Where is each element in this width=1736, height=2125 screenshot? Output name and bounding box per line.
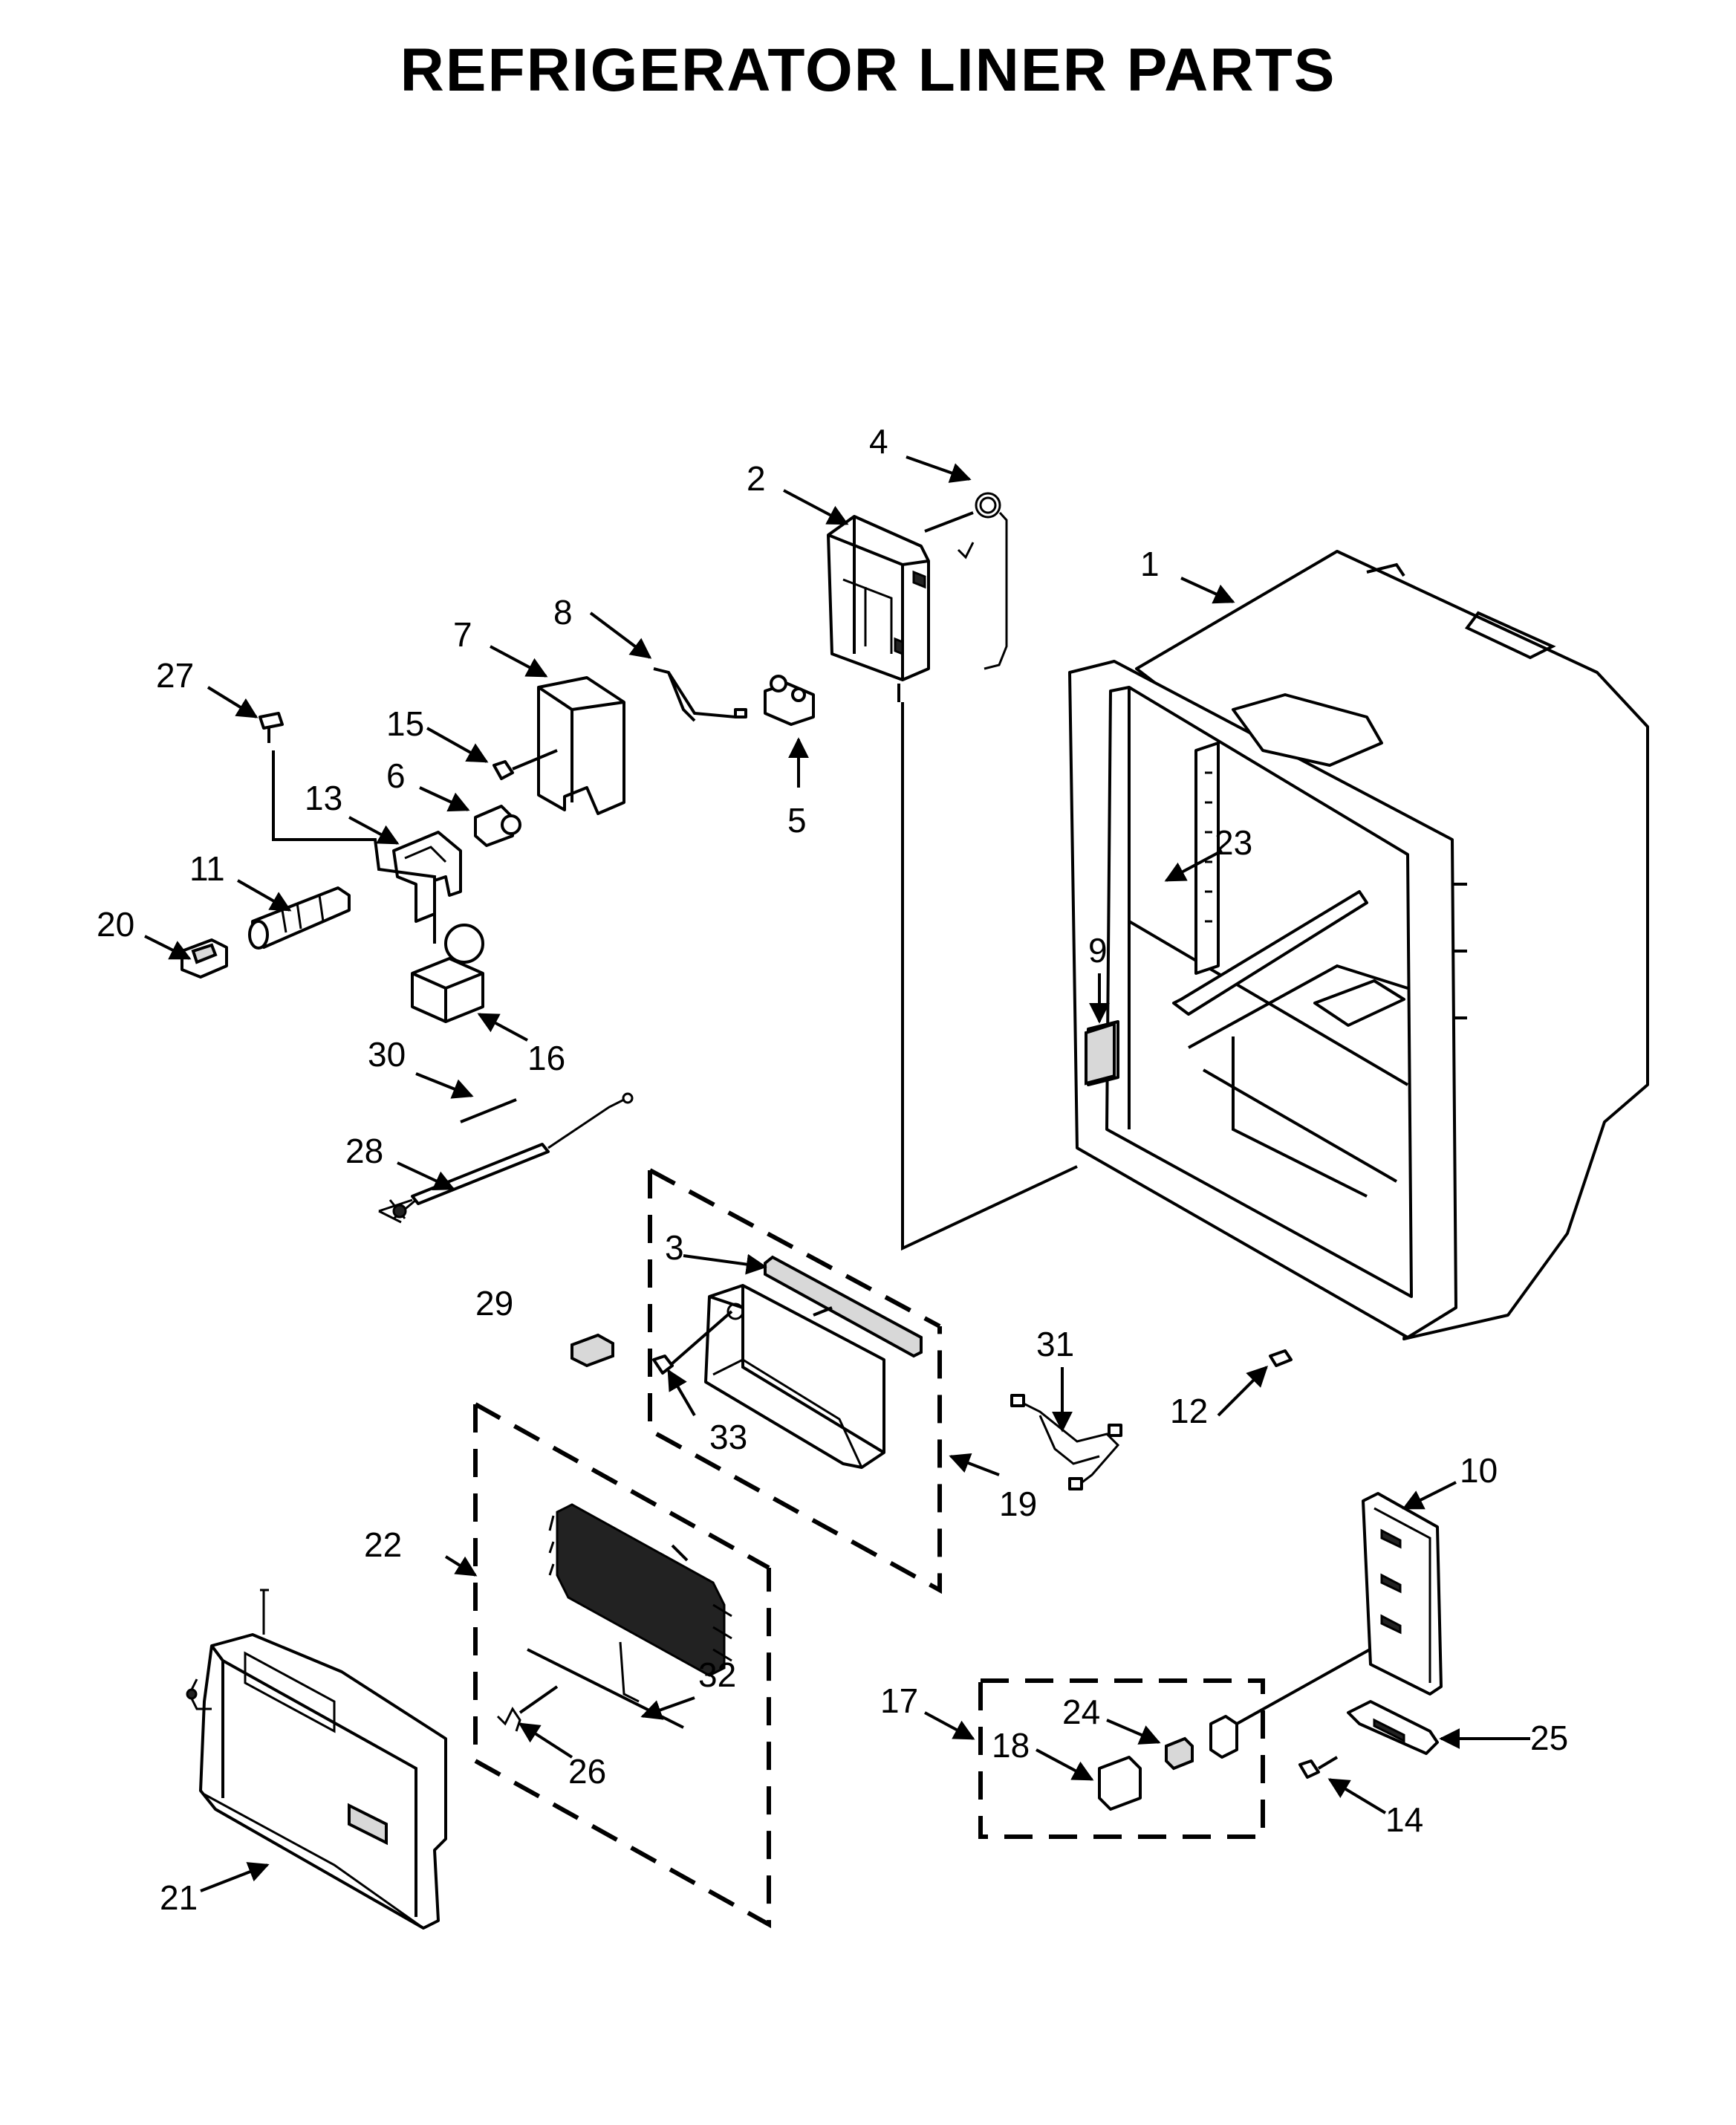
part-10-side-panel[interactable] (1362, 1492, 1443, 1696)
callout-25[interactable]: 25 (1530, 1719, 1568, 1757)
callout-8[interactable]: 8 (553, 593, 573, 632)
part-11-filter[interactable] (248, 886, 351, 950)
callout-24[interactable]: 24 (1062, 1693, 1100, 1731)
callout-7[interactable]: 7 (453, 615, 472, 654)
part-31-harness[interactable] (1010, 1394, 1122, 1490)
callout-13[interactable]: 13 (305, 779, 342, 817)
callout-15[interactable]: 15 (386, 704, 424, 743)
part-4-sensor-wire[interactable] (924, 492, 1008, 670)
diagram-title: REFRIGERATOR LINER PARTS (400, 36, 1336, 104)
callout-22[interactable]: 22 (364, 1525, 402, 1564)
part-9-vent[interactable] (1085, 1022, 1116, 1086)
part-20-cap[interactable] (181, 938, 228, 979)
callout-10[interactable]: 10 (1460, 1451, 1498, 1490)
callout-labels: 1 2 3 4 5 6 7 8 9 10 11 12 13 14 15 16 1… (97, 422, 1568, 1917)
callout-12[interactable]: 12 (1170, 1392, 1208, 1430)
callout-26[interactable]: 26 (568, 1752, 606, 1791)
callout-16[interactable]: 16 (527, 1039, 565, 1077)
part-12-clip[interactable] (1269, 1349, 1293, 1367)
part-2-control-housing[interactable] (827, 515, 930, 702)
part-7-cover[interactable] (537, 676, 625, 815)
callout-14[interactable]: 14 (1385, 1800, 1423, 1839)
part-23-shelf-rail[interactable] (1205, 771, 1212, 923)
callout-32[interactable]: 32 (698, 1655, 736, 1694)
part-22-evaporator[interactable] (548, 1503, 732, 1677)
callout-4[interactable]: 4 (869, 422, 888, 461)
part-15-screw[interactable] (492, 749, 558, 780)
part-8-wire-harness[interactable] (653, 667, 747, 722)
part-18-lens[interactable] (1098, 1756, 1142, 1811)
callout-28[interactable]: 28 (345, 1132, 383, 1170)
part-16-housing[interactable] (411, 924, 484, 1023)
part-27-screw[interactable] (259, 712, 436, 944)
part-1-refrigerator-liner[interactable] (901, 550, 1649, 1340)
callout-5[interactable]: 5 (787, 801, 807, 840)
group-19-dashed-boundary (648, 1168, 942, 1594)
callout-33[interactable]: 33 (709, 1418, 747, 1456)
callout-31[interactable]: 31 (1036, 1325, 1074, 1363)
callout-1[interactable]: 1 (1140, 545, 1160, 583)
part-26-clip[interactable] (496, 1685, 559, 1732)
callout-2[interactable]: 2 (747, 459, 766, 498)
part-21-rear-panel[interactable] (186, 1589, 447, 1930)
callout-30[interactable]: 30 (368, 1035, 406, 1074)
part-5-valve[interactable] (764, 675, 815, 726)
part-30-rod[interactable] (460, 1098, 517, 1123)
callout-17[interactable]: 17 (880, 1681, 918, 1720)
part-28-heater[interactable] (378, 1092, 634, 1224)
callout-23[interactable]: 23 (1215, 823, 1252, 862)
part-14-screw[interactable] (1298, 1756, 1339, 1779)
callout-19[interactable]: 19 (999, 1485, 1037, 1523)
callout-6[interactable]: 6 (386, 756, 406, 795)
callout-20[interactable]: 20 (97, 905, 134, 944)
callout-11[interactable]: 11 (189, 849, 225, 888)
callout-21[interactable]: 21 (160, 1878, 198, 1917)
group-17-dashed-boundary (978, 1678, 1265, 1839)
part-24-led[interactable] (1165, 1736, 1194, 1771)
part-6-fitting[interactable] (474, 805, 521, 847)
part-32-heater-rod[interactable] (527, 1641, 684, 1729)
part-19-evaporator-cover[interactable] (704, 1284, 885, 1469)
part-29-pad[interactable] (570, 1333, 614, 1368)
callout-29[interactable]: 29 (475, 1284, 513, 1323)
callout-3[interactable]: 3 (665, 1228, 684, 1267)
callout-18[interactable]: 18 (992, 1726, 1030, 1765)
callout-27[interactable]: 27 (156, 656, 194, 695)
callout-9[interactable]: 9 (1088, 931, 1108, 970)
callout-leaders (144, 455, 1530, 1892)
group-22-dashed-boundary (473, 1402, 771, 1929)
part-25-bracket[interactable] (1347, 1700, 1439, 1755)
part-33-nut[interactable] (652, 1310, 733, 1375)
